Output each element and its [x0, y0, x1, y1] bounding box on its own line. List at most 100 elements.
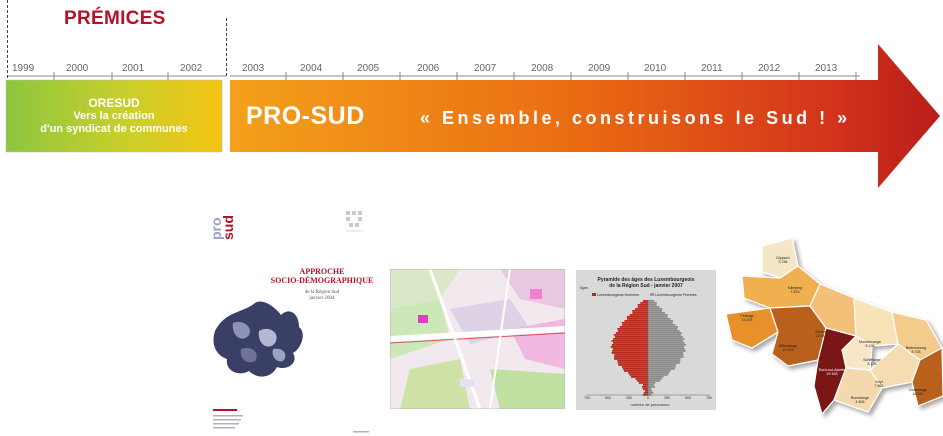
pyramid-legend-women: Luxembourgeois Femmes — [650, 293, 697, 297]
pyramid-bar-women — [648, 306, 660, 308]
pyramid-bar-women — [648, 378, 662, 380]
year-label: 2006 — [417, 63, 440, 74]
pyramid-bar-men — [627, 318, 648, 320]
pyramid-bar-men — [613, 338, 648, 340]
pyramid-bar-women — [648, 300, 655, 302]
pyramid-bar-women — [648, 354, 684, 356]
pyramid-x-tick: 750 — [584, 396, 590, 400]
pyramid-bar-women — [648, 302, 657, 304]
pyramid-bar-men — [617, 362, 648, 364]
pyramid-bar-men — [630, 376, 648, 378]
pyramid-bar-women — [648, 348, 685, 350]
pyramid-bars — [586, 300, 710, 396]
pyramid-x-tick: 250 — [626, 396, 632, 400]
pyramid-bar-men — [611, 352, 648, 354]
year-label: 2005 — [357, 63, 380, 74]
pyramid-bar-men — [614, 356, 648, 358]
pyramid-x-tick: 500 — [685, 396, 691, 400]
pyramid-bar-women — [648, 316, 668, 318]
pyramid-x-ticks: 750 500 250 0 250 500 750 — [584, 396, 712, 400]
pyramid-x-label: nombre de personnes — [630, 402, 670, 407]
pyramid-bar-women — [648, 340, 684, 342]
pyramid-title-line-1: Pyramide des âges des Luxembourgeois — [597, 277, 695, 283]
pyramid-bar-men — [613, 342, 648, 344]
pyramid-bar-women — [648, 390, 653, 392]
pyramid-bar-men — [628, 372, 648, 374]
year-label: 2001 — [122, 63, 145, 74]
year-label: 2004 — [300, 63, 323, 74]
pyramid-bar-women — [648, 338, 685, 340]
year-label: 2009 — [588, 63, 611, 74]
pyramid-bar-women — [648, 392, 654, 394]
pyramid-bar-men — [637, 304, 648, 306]
pyramid-x-tick: 250 — [664, 396, 670, 400]
year-label: 1999 — [12, 63, 35, 74]
pyramid-bar-women — [648, 356, 684, 358]
pyramid-bar-men — [618, 330, 648, 332]
year-label: 2007 — [474, 63, 497, 74]
pyramid-x-tick: 750 — [706, 396, 712, 400]
pyramid-bar-men — [621, 322, 648, 324]
pyramid-bar-men — [629, 314, 648, 316]
pyramid-bar-women — [648, 318, 671, 320]
year-label: 2003 — [242, 63, 265, 74]
pyramid-bar-women — [648, 310, 663, 312]
mid-dashed-line — [226, 18, 227, 76]
year-label: 2000 — [66, 63, 89, 74]
pyramid-bar-men — [614, 354, 648, 356]
pyramid-bar-women — [648, 332, 682, 334]
pyramid-bar-women — [648, 330, 680, 332]
pyramid-bar-women — [648, 314, 668, 316]
pyramid-bar-men — [612, 348, 648, 350]
document-cover-graphic — [213, 211, 369, 433]
pyramid-bar-men — [622, 324, 648, 326]
pyramid-bar-men — [642, 386, 648, 388]
pyramid-bar-women — [648, 374, 668, 376]
pyramid-bar-men — [624, 320, 648, 322]
pyramid-bar-men — [629, 374, 648, 376]
pyramid-bar-men — [611, 344, 648, 346]
document-subtitle: de la Région Sud janvier 2004 — [282, 290, 362, 302]
pyramid-bar-women — [648, 346, 684, 348]
premices-title: PRÉMICES — [64, 8, 166, 29]
pyramid-bar-men — [619, 326, 648, 328]
pyramid-bar-women — [648, 376, 664, 378]
pyramid-bar-women — [648, 350, 686, 352]
pyramid-bar-men — [610, 346, 648, 348]
oresud-line-2: d'un syndicat de communes — [40, 123, 188, 135]
prosud-slogan: « Ensemble, construisons le Sud ! » — [420, 108, 851, 128]
landuse-map-image — [390, 269, 565, 409]
oresud-title: ORESUD — [88, 96, 140, 110]
pyramid-bar-men — [640, 302, 648, 304]
pyramid-bar-women — [648, 308, 663, 310]
oresud-bar — [5, 79, 223, 153]
pyramid-x-tick: 0 — [647, 396, 649, 400]
prosud-logo: pro sud — [208, 215, 236, 240]
pyramid-bar-men — [643, 384, 648, 386]
year-label: 2010 — [644, 63, 667, 74]
pyramid-bar-women — [648, 360, 681, 362]
pyramid-title-line-2: de la Région Sud - janvier 2007 — [609, 283, 683, 289]
year-label: 2008 — [531, 63, 554, 74]
pyramid-bar-men — [635, 308, 648, 310]
pyramid-bar-men — [635, 378, 648, 380]
year-label: 2013 — [815, 63, 838, 74]
pyramid-bar-women — [648, 342, 685, 344]
commune-mondercange — [853, 297, 899, 347]
pyramid-bar-women — [648, 368, 675, 370]
pyramid-bar-women — [648, 312, 665, 314]
pyramid-y-label: Âges — [580, 286, 588, 290]
document-title-line-1: APPROCHE — [299, 267, 345, 276]
pyramid-bar-women — [648, 372, 670, 374]
pyramid-bar-women — [648, 326, 678, 328]
